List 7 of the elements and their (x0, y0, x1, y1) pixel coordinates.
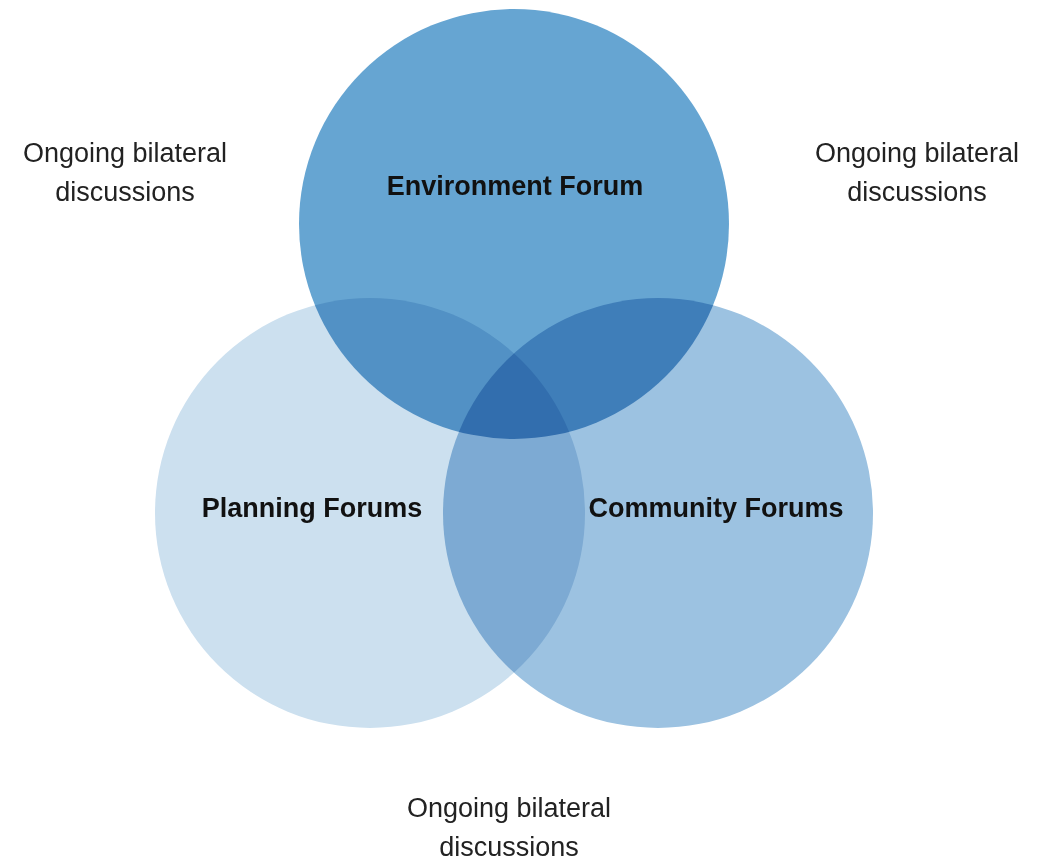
note-text: Ongoing bilateral discussions (21, 137, 229, 209)
circle-label: Community Forums (587, 492, 845, 525)
note-text: Ongoing bilateral discussions (405, 792, 613, 861)
note-text: Ongoing bilateral discussions (813, 137, 1021, 209)
circle-label: Environment Forum (385, 170, 645, 203)
circle-label: Planning Forums (200, 492, 424, 525)
venn-circle (299, 9, 729, 439)
